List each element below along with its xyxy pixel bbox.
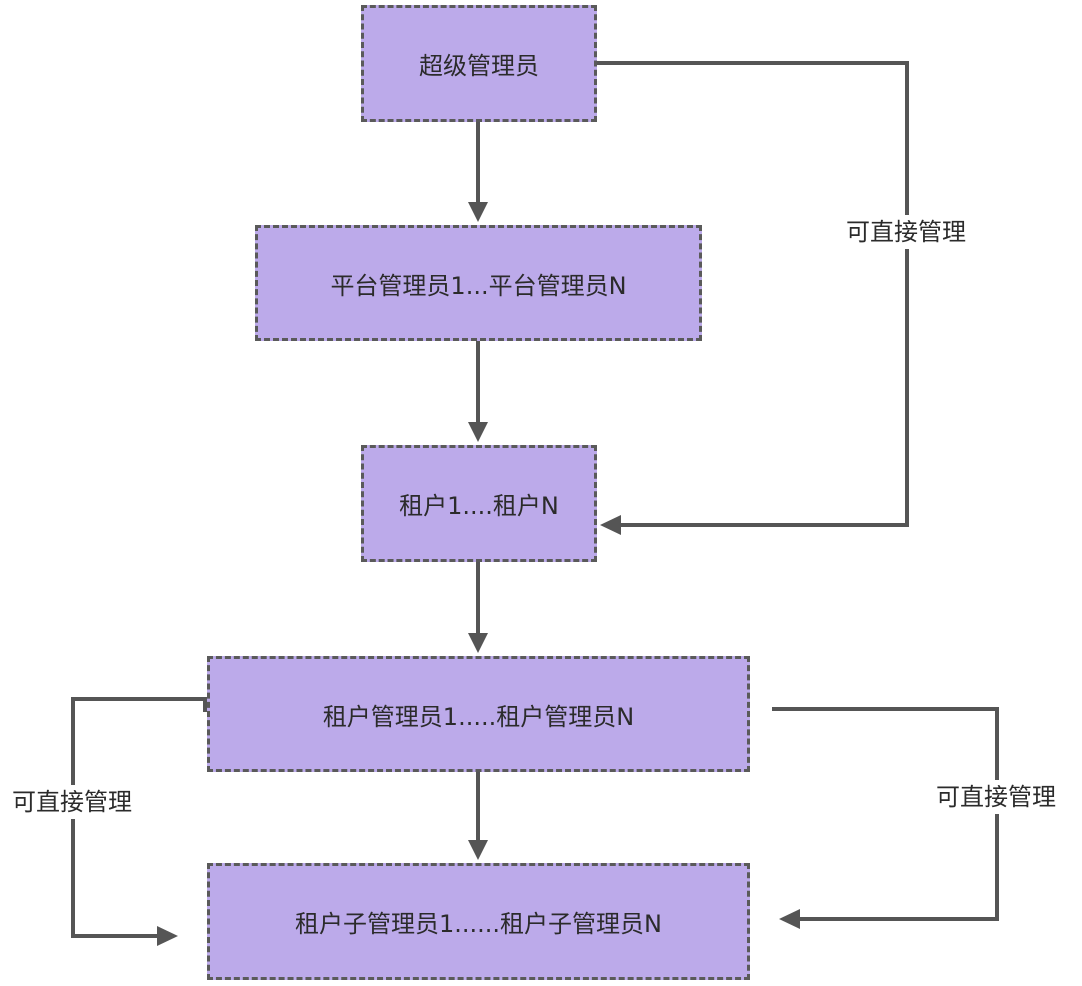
node-tenant-admins: 租户管理员1.....租户管理员N: [207, 656, 750, 772]
node-tenants: 租户1....租户N: [361, 445, 597, 562]
node-tenant-admins-label: 租户管理员1.....租户管理员N: [322, 702, 635, 731]
node-super-admin-label: 超级管理员: [419, 52, 539, 80]
arrowhead-tenant-admins: [468, 633, 488, 653]
edge-label-right-loop: 可直接管理: [934, 780, 1058, 814]
node-super-admin: 超级管理员: [361, 5, 597, 122]
node-tenants-label: 租户1....租户N: [399, 492, 559, 520]
arrowhead-platform: [468, 202, 488, 222]
node-platform-admins: 平台管理员1...平台管理员N: [255, 225, 702, 341]
arrowhead-sub-admins: [468, 840, 488, 860]
node-tenant-sub-admins-label: 租户子管理员1......租户子管理员N: [295, 910, 662, 938]
node-tenant-sub-admins: 租户子管理员1......租户子管理员N: [207, 863, 750, 980]
edge-super-to-tenants-direct: [597, 61, 909, 527]
arrowhead-left-loop: [157, 926, 178, 946]
node-platform-admins-label: 平台管理员1...平台管理员N: [330, 271, 627, 300]
arrowhead-right-loop: [779, 909, 800, 929]
edge-left-loop: [71, 697, 207, 938]
edge-right-loop: [772, 707, 999, 921]
arrowhead-super-direct: [600, 515, 621, 535]
edge-label-super-direct: 可直接管理: [844, 215, 968, 249]
edge-label-left-loop: 可直接管理: [10, 785, 134, 819]
arrowhead-tenants: [468, 422, 488, 442]
